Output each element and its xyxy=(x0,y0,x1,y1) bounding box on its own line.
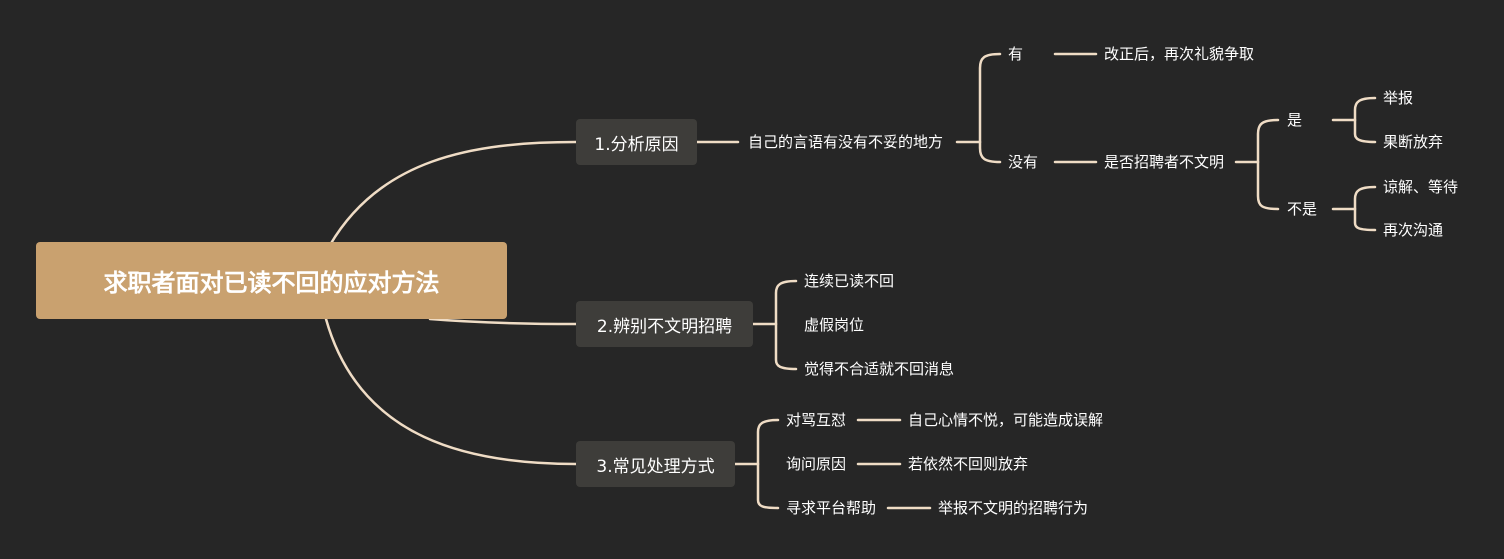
node-self-language-question[interactable]: 自己的言语有没有不妥的地方 xyxy=(748,133,944,151)
node-yes[interactable]: 有 xyxy=(1008,45,1024,63)
node-repeated-read-no-reply[interactable]: 连续已读不回 xyxy=(804,272,895,290)
node-argue-result[interactable]: 自己心情不悦，可能造成误解 xyxy=(908,411,1104,429)
node-argue-back[interactable]: 对骂互怼 xyxy=(786,411,847,429)
branch-common-handling[interactable]: 3.常见处理方式 xyxy=(576,441,735,487)
node-is-not[interactable]: 不是 xyxy=(1287,200,1318,218)
root-topic[interactable]: 求职者面对已读不回的应对方法 xyxy=(36,242,507,319)
node-platform-help[interactable]: 寻求平台帮助 xyxy=(786,499,877,517)
node-ask-reason[interactable]: 询问原因 xyxy=(786,455,847,473)
node-give-up[interactable]: 果断放弃 xyxy=(1383,133,1444,151)
node-no-reply-if-unsuitable[interactable]: 觉得不合适就不回消息 xyxy=(804,360,955,378)
branch-identify-uncivil[interactable]: 2.辨别不文明招聘 xyxy=(576,301,753,347)
node-report[interactable]: 举报 xyxy=(1383,89,1414,107)
node-communicate-again[interactable]: 再次沟通 xyxy=(1383,221,1444,239)
node-ask-result[interactable]: 若依然不回则放弃 xyxy=(908,455,1029,473)
node-platform-result[interactable]: 举报不文明的招聘行为 xyxy=(938,499,1089,517)
node-no[interactable]: 没有 xyxy=(1008,153,1039,171)
node-recruiter-uncivil-question[interactable]: 是否招聘者不文明 xyxy=(1104,153,1225,171)
node-understand-wait[interactable]: 谅解、等待 xyxy=(1383,178,1459,196)
branch-analyze-reasons[interactable]: 1.分析原因 xyxy=(576,119,697,165)
node-correct-and-retry[interactable]: 改正后，再次礼貌争取 xyxy=(1104,45,1255,63)
node-is[interactable]: 是 xyxy=(1287,111,1303,129)
node-fake-position[interactable]: 虚假岗位 xyxy=(804,316,865,334)
